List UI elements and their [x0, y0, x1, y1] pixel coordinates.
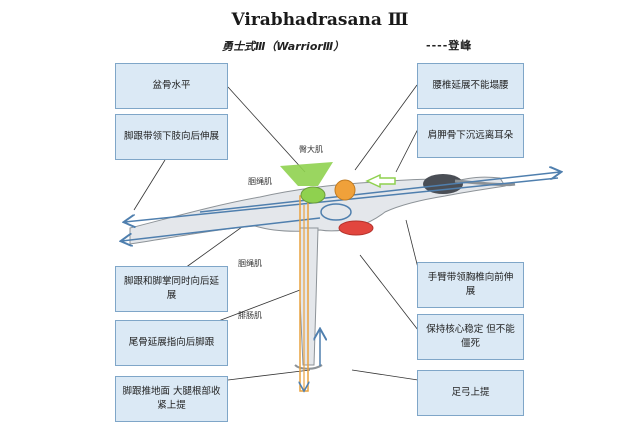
cue-pelvis-level: 盆骨水平	[115, 63, 228, 109]
cue-heel-extend: 脚跟带领下肢向后伸展	[115, 114, 228, 160]
hamstring-label-lower: 腘绳肌	[238, 259, 262, 268]
extension-arrows	[122, 172, 560, 241]
cue-scapula: 肩胛骨下沉远离耳朵	[417, 114, 524, 158]
gluteus-medius-highlight	[300, 186, 326, 204]
abdomen-outline	[320, 203, 352, 221]
core-highlight	[338, 220, 374, 236]
hamstring-label-upper: 腘绳肌	[248, 177, 272, 186]
pose-title: Virabhadrasana Ⅲ	[231, 10, 409, 30]
pose-subtitle: 勇士式Ⅲ（WarriorⅢ）	[222, 40, 345, 53]
cue-arch: 足弓上提	[417, 370, 524, 416]
hip-flexor-highlight	[334, 179, 356, 201]
connector-lines	[133, 84, 421, 381]
author-credit: ----登峰	[426, 39, 473, 52]
cue-arms: 手臂带领胸椎向前伸展	[417, 262, 524, 308]
scapula-arrow-icon	[365, 173, 396, 189]
cue-heel-palm: 脚跟和脚掌同时向后延展	[115, 266, 228, 312]
cue-tailbone: 尾骨延展指向后脚跟	[115, 320, 228, 366]
cue-lumbar: 腰椎延展不能塌腰	[417, 63, 524, 109]
gluteus-highlight	[280, 162, 333, 186]
cue-core: 保持核心稳定 但不能僵死	[417, 314, 524, 360]
calf-label: 腓肠肌	[238, 311, 262, 320]
gluteus-label: 臀大肌	[299, 145, 323, 154]
cue-heel-push: 脚跟推地面 大腿根部收紧上提	[115, 376, 228, 422]
